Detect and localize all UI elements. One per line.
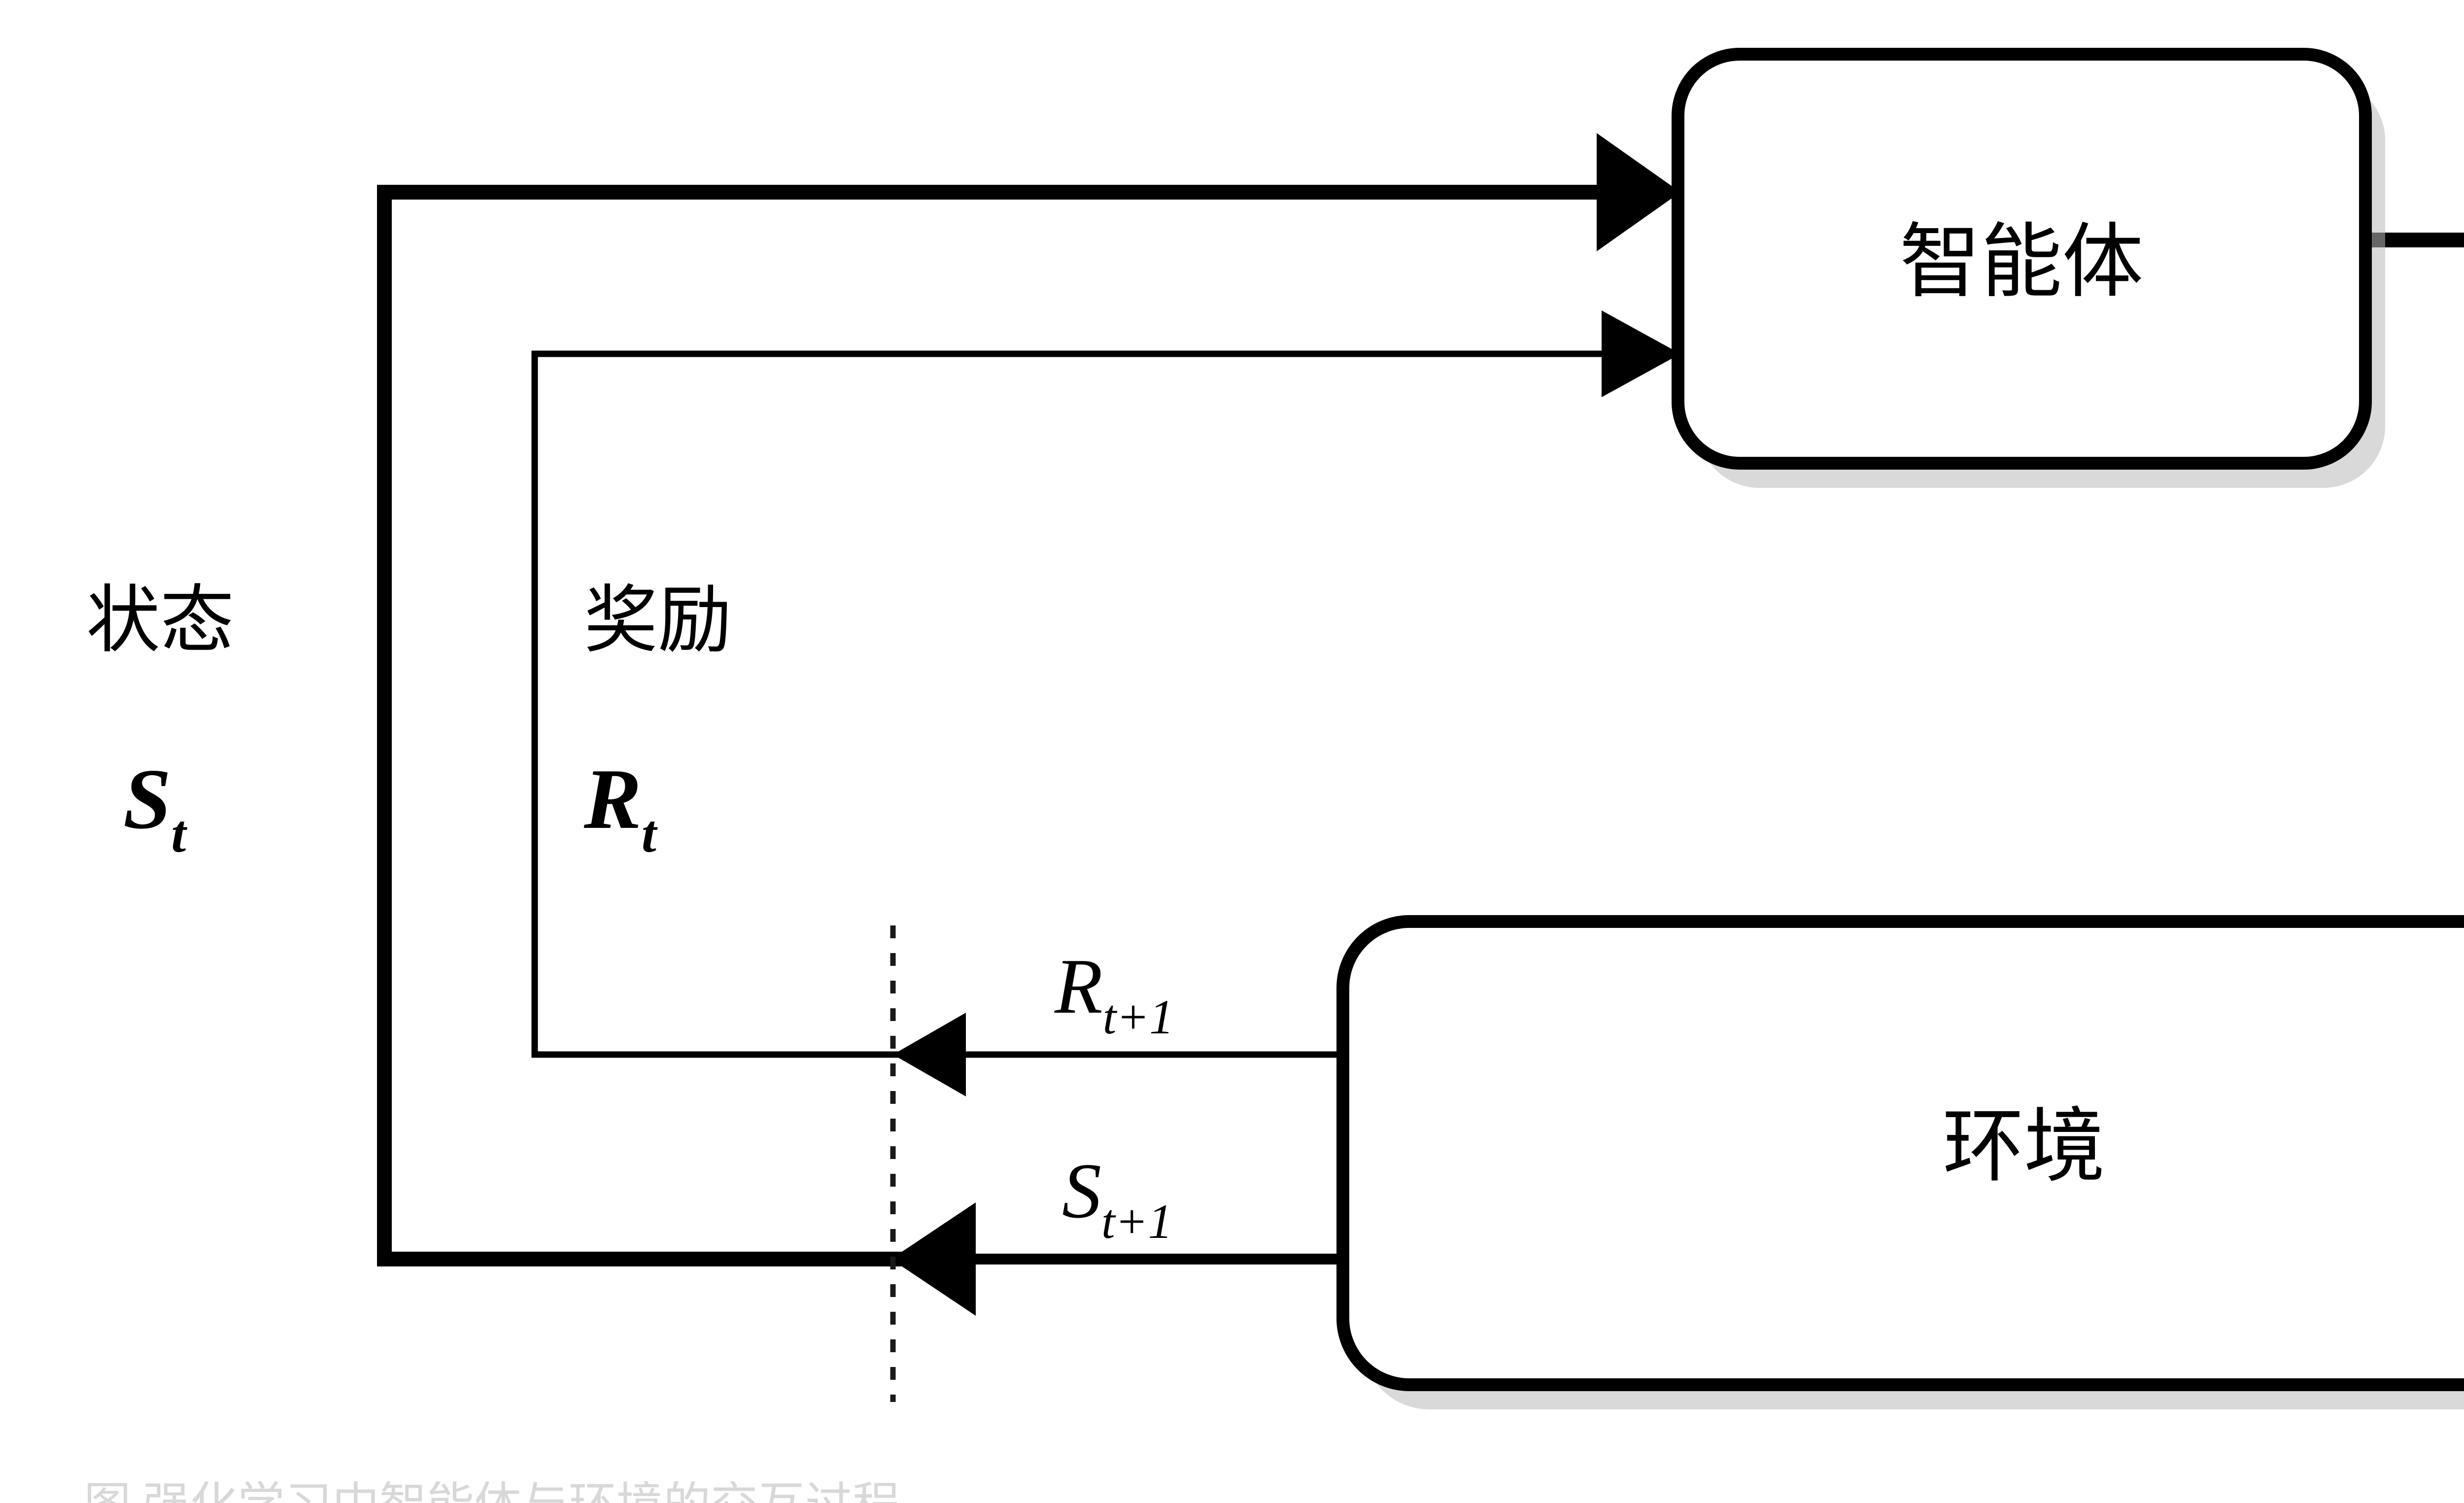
reward-next-symbol: Rt+1 [1054, 942, 1174, 1044]
edge-reward-to-agent [531, 310, 1680, 1058]
reward-next-base: R [1054, 942, 1103, 1030]
state-next-symbol: St+1 [1062, 1147, 1172, 1249]
arrowhead-state-into-agent [1597, 133, 1680, 251]
agent-label: 智能体 [1900, 217, 2144, 307]
arrowhead-state-next [891, 1202, 976, 1316]
arrowhead-reward-next [893, 1013, 966, 1096]
arrowhead-reward-into-agent [1602, 310, 1680, 397]
environment-label: 环境 [1943, 1102, 2105, 1192]
reward-symbol: Rt [583, 751, 658, 863]
reward-next-sub: t+1 [1103, 991, 1174, 1044]
label-state: 状态 St [86, 580, 234, 863]
edge-state-next [891, 1202, 1345, 1316]
state-next-base: S [1062, 1147, 1101, 1234]
edge-state-to-agent [377, 133, 1680, 1266]
node-environment[interactable]: 环境 [1336, 915, 2464, 1409]
edge-reward-next [893, 1013, 1345, 1096]
state-symbol-sub: t [171, 804, 187, 863]
node-agent[interactable]: 智能体 [1672, 48, 2385, 488]
environment-box [1336, 915, 2464, 1391]
reward-text-label: 奖励 [584, 580, 732, 662]
state-symbol-base: S [123, 751, 171, 847]
state-next-sub: t+1 [1101, 1195, 1172, 1249]
label-reward-next: Rt+1 [1054, 942, 1174, 1044]
reward-symbol-sub: t [642, 804, 658, 863]
agent-box [1672, 48, 2372, 470]
state-text-label: 状态 [86, 580, 234, 662]
label-reward: 奖励 Rt [583, 580, 732, 863]
state-symbol: St [123, 751, 187, 863]
reward-symbol-base: R [583, 751, 642, 847]
label-state-next: St+1 [1062, 1147, 1172, 1249]
